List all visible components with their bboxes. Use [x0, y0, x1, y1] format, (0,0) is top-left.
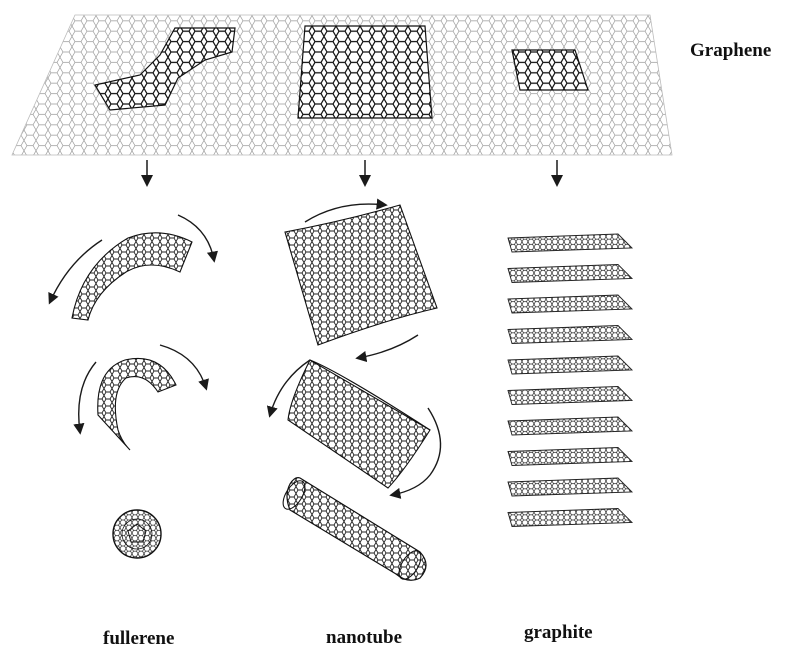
- graphite-layer: [508, 265, 632, 283]
- curved-arrow-icon: [358, 335, 418, 358]
- graphite-layer: [508, 356, 632, 374]
- fullerene-column: [50, 215, 214, 558]
- nanotube-complete: [279, 477, 426, 583]
- nanotube-patch: [298, 26, 432, 118]
- fullerene-label: fullerene: [103, 628, 174, 650]
- graphite-layer: [508, 387, 632, 405]
- graphite-layer: [508, 417, 632, 435]
- graphene-label: Graphene: [690, 40, 771, 62]
- graphite-layer: [508, 478, 632, 496]
- graphite-layer: [508, 326, 632, 344]
- nanotube-rolling-sheet: [285, 204, 437, 358]
- graphite-label: graphite: [524, 622, 593, 644]
- graphite-stack: [508, 234, 632, 527]
- nanotube-column: [270, 204, 441, 583]
- down-arrows: [147, 160, 557, 184]
- graphene-sheet: [12, 15, 672, 155]
- curved-arrow-icon: [79, 362, 96, 432]
- graphite-patch: [512, 50, 588, 90]
- graphite-layer: [508, 448, 632, 466]
- buckyball: [113, 510, 161, 558]
- fullerene-curving-sheet: [50, 215, 214, 320]
- graphite-layer: [508, 234, 632, 252]
- nanotube-label: nanotube: [326, 627, 402, 649]
- graphite-layer: [508, 295, 632, 313]
- nanotube-half-rolled: [270, 360, 441, 495]
- fullerene-half-cage: [79, 345, 206, 450]
- graphite-layer: [508, 509, 632, 527]
